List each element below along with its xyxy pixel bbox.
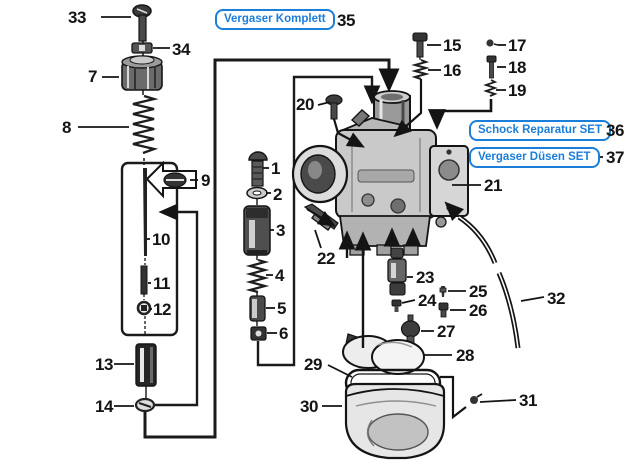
carburetor-body [291, 90, 469, 256]
part-3-needle-jet [243, 205, 271, 256]
part-24-screw [391, 299, 402, 312]
part-label-22: 22 [317, 249, 335, 268]
part-label-27: 27 [437, 322, 455, 341]
part-label-7: 7 [88, 67, 97, 86]
part-label-26: 26 [469, 301, 487, 320]
part-26-jet [438, 302, 449, 318]
callout-35: 35 [337, 11, 355, 30]
part-7-cap [121, 55, 163, 91]
part-label-21: 21 [484, 176, 502, 195]
leader-lines [78, 16, 603, 407]
part-label-34: 34 [172, 40, 190, 59]
part-label-31: 31 [519, 391, 537, 410]
part-16-spring [411, 59, 430, 80]
part-5-jet [249, 295, 266, 322]
part-label-6: 6 [279, 324, 288, 343]
vergaser-duesen-set-button[interactable]: Vergaser Düsen SET [469, 147, 600, 168]
part-label-20: 20 [296, 95, 314, 114]
part-label-9: 9 [201, 171, 210, 190]
part-32-hose [457, 214, 521, 349]
part-label-32: 32 [547, 289, 565, 308]
part-label-23: 23 [416, 268, 434, 287]
part-label-29: 29 [304, 355, 322, 374]
part-label-15: 15 [443, 36, 461, 55]
part-23-main-jet [387, 247, 407, 296]
part-17-pin [486, 39, 499, 47]
part-4-spring [245, 258, 270, 294]
part-label-2: 2 [273, 185, 282, 204]
grouping-outlines [120, 58, 400, 439]
part-20-screw [325, 94, 343, 120]
part-label-8: 8 [62, 118, 71, 137]
part-label-18: 18 [508, 58, 526, 77]
part-8-spring [132, 94, 159, 155]
part-label-16: 16 [443, 61, 461, 80]
part-1-screw [248, 151, 268, 187]
part-14-clip [134, 397, 156, 413]
part-label-3: 3 [276, 221, 285, 240]
callout-37: 37 [606, 148, 624, 167]
part-label-5: 5 [277, 299, 286, 318]
part-label-10: 10 [152, 230, 170, 249]
group-needle-assembly [134, 160, 197, 413]
part-label-25: 25 [469, 282, 487, 301]
part-25-needle [439, 286, 447, 297]
group-cap-assembly [121, 4, 163, 165]
part-label-28: 28 [456, 346, 474, 365]
part-label-12: 12 [153, 300, 171, 319]
group-jet-column [243, 151, 271, 341]
group-bottom-parts [303, 203, 521, 460]
part-30-float-bowl [344, 382, 446, 460]
part-31-screw [470, 393, 483, 404]
part-label-30: 30 [300, 397, 318, 416]
part-19-spring [483, 79, 498, 97]
part-label-4: 4 [275, 266, 284, 285]
schock-reparatur-set-button[interactable]: Schock Reparatur SET [469, 120, 611, 141]
assembly-arrows [306, 79, 493, 420]
part-12-clip [136, 300, 152, 316]
part-label-11: 11 [153, 274, 170, 293]
part-6-nut [250, 326, 267, 341]
part-28-float [342, 333, 425, 375]
part-label-24: 24 [418, 291, 436, 310]
part-10-needle [143, 168, 147, 256]
part-label-1: 1 [271, 159, 280, 178]
part-label-17: 17 [508, 36, 526, 55]
part-label-13: 13 [95, 355, 113, 374]
part-label-14: 14 [95, 397, 113, 416]
part-27-valve [400, 314, 421, 346]
part-label-33: 33 [68, 8, 86, 27]
part-18-screw [486, 55, 497, 79]
callout-36: 36 [606, 121, 624, 140]
part-11-rod [140, 265, 148, 295]
part-15-screw [412, 32, 428, 58]
part-label-19: 19 [508, 81, 526, 100]
part-13-slide [135, 343, 157, 387]
vergaser-komplett-button[interactable]: Vergaser Komplett [215, 9, 335, 30]
